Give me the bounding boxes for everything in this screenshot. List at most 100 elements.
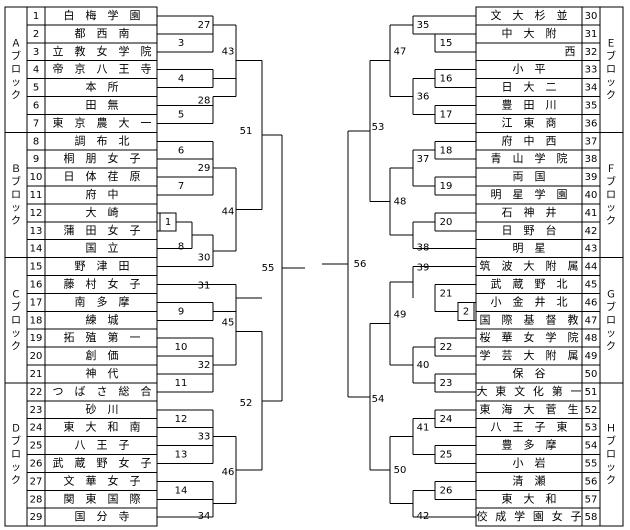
team-name-char: 寺	[141, 63, 152, 76]
team-name-char: 女	[524, 330, 535, 344]
block-label-char: ブ	[11, 175, 21, 188]
team-name: 白梅学園	[64, 8, 141, 22]
team-name-char: 北	[557, 295, 568, 308]
team-name-char: 合	[141, 384, 152, 398]
team-name-char: 都	[75, 27, 86, 40]
team-number: 17	[30, 297, 43, 308]
team-name-char: 文	[491, 8, 502, 22]
block-label-char: ロ	[606, 190, 616, 201]
team-name-char: 価	[108, 349, 119, 362]
match-number: 13	[175, 450, 188, 461]
team-name-char: 保	[513, 366, 524, 380]
team-name-char: 一	[571, 385, 582, 398]
team-name-char: 女	[119, 455, 130, 469]
match-number: 35	[417, 20, 430, 31]
team-name-char: 野	[535, 277, 546, 290]
block-label-char: Ｄ	[11, 424, 21, 435]
team-name-char: 大	[524, 402, 535, 416]
block-label-char: ブ	[606, 175, 616, 188]
team-name: 田無	[86, 97, 119, 111]
team-number: 24	[30, 423, 43, 434]
team-name: 関東国際	[64, 492, 141, 505]
match-number: 7	[178, 181, 184, 192]
team-name: 都西南	[75, 27, 130, 40]
team-name: 佼成学園女子	[477, 509, 582, 523]
team-name-char: 東	[86, 492, 97, 505]
team-name-char: 台	[546, 223, 557, 237]
team-name-char: 附	[546, 259, 557, 273]
team-name-char: 白	[64, 8, 75, 22]
team-number: 54	[585, 441, 598, 452]
team-name: 東京農大一	[53, 115, 152, 129]
team-name-char: 東	[480, 403, 491, 416]
team-number: 15	[30, 262, 43, 273]
team-name-char: 金	[513, 294, 524, 308]
team-name-char: 本	[86, 80, 97, 94]
team-name-char: 多	[97, 294, 108, 308]
team-name: 小平	[513, 63, 546, 76]
team-name-char: 武	[53, 456, 64, 469]
match-number: 9	[178, 306, 184, 317]
team-name-char: 田	[86, 98, 97, 111]
block-label-char: ブ	[606, 300, 616, 313]
team-name-char: 摩	[546, 438, 557, 452]
team-name-char: 女	[108, 276, 119, 290]
team-name-char: 南	[75, 295, 86, 308]
team-number: 14	[30, 244, 43, 255]
team-name-char: 西	[97, 27, 108, 40]
team-name-char: 小	[513, 456, 524, 469]
team-number: 58	[585, 512, 598, 523]
team-name: 日野台	[502, 223, 557, 237]
match-number: 49	[394, 310, 407, 321]
team-name: つばさ総合	[53, 384, 152, 398]
team-name-char: 子	[571, 510, 582, 523]
team-name: 清瀬	[513, 473, 546, 487]
block-label-char: ッ	[606, 203, 616, 214]
team-number: 21	[30, 369, 43, 380]
team-name-char: 中	[108, 188, 119, 201]
team-name-char: 星	[535, 242, 546, 255]
team-name-char: 東	[53, 116, 64, 129]
team-name-char: ば	[75, 385, 86, 398]
team-number: 2	[33, 29, 39, 40]
team-name-char: 立	[108, 241, 119, 255]
team-name: 帝京八王寺	[53, 62, 152, 76]
team-name-char: 拓	[64, 330, 75, 344]
match-number: 41	[417, 423, 430, 434]
team-name-char: 女	[108, 223, 119, 237]
team-number: 53	[585, 423, 598, 434]
team-number: 37	[585, 136, 598, 147]
team-name-char: 国	[86, 242, 97, 255]
team-name: 本所	[86, 80, 119, 94]
match-number: 8	[178, 242, 184, 253]
team-name-char: 創	[86, 348, 97, 362]
match-number: 34	[198, 511, 211, 522]
team-name-char: 際	[130, 492, 141, 505]
team-number: 22	[30, 387, 43, 398]
match-number: 27	[198, 20, 211, 31]
team-name: 府中西	[502, 133, 557, 147]
team-number: 42	[585, 226, 598, 237]
match-number: 40	[417, 360, 430, 371]
team-name: 大崎	[86, 205, 119, 219]
team-name-char: 一	[141, 116, 152, 129]
block-label-char: Ｈ	[606, 424, 616, 435]
team-number: 36	[585, 118, 598, 129]
team-name-char: 井	[546, 205, 557, 219]
team-name-char: 附	[546, 26, 557, 40]
team-name: 八王子	[75, 439, 130, 452]
team-name-char: 日	[502, 224, 513, 237]
match-number: 46	[222, 467, 235, 478]
team-name-char: 関	[64, 492, 75, 505]
team-number: 3	[33, 47, 39, 58]
team-name: 日体荏原	[64, 169, 141, 183]
match-number: 22	[440, 342, 453, 353]
match-number: 6	[178, 145, 184, 156]
team-name-char: 石	[502, 206, 513, 219]
team-number: 40	[585, 190, 598, 201]
team-name: 小金井北	[491, 294, 568, 308]
team-name-char: 砂	[86, 403, 97, 416]
